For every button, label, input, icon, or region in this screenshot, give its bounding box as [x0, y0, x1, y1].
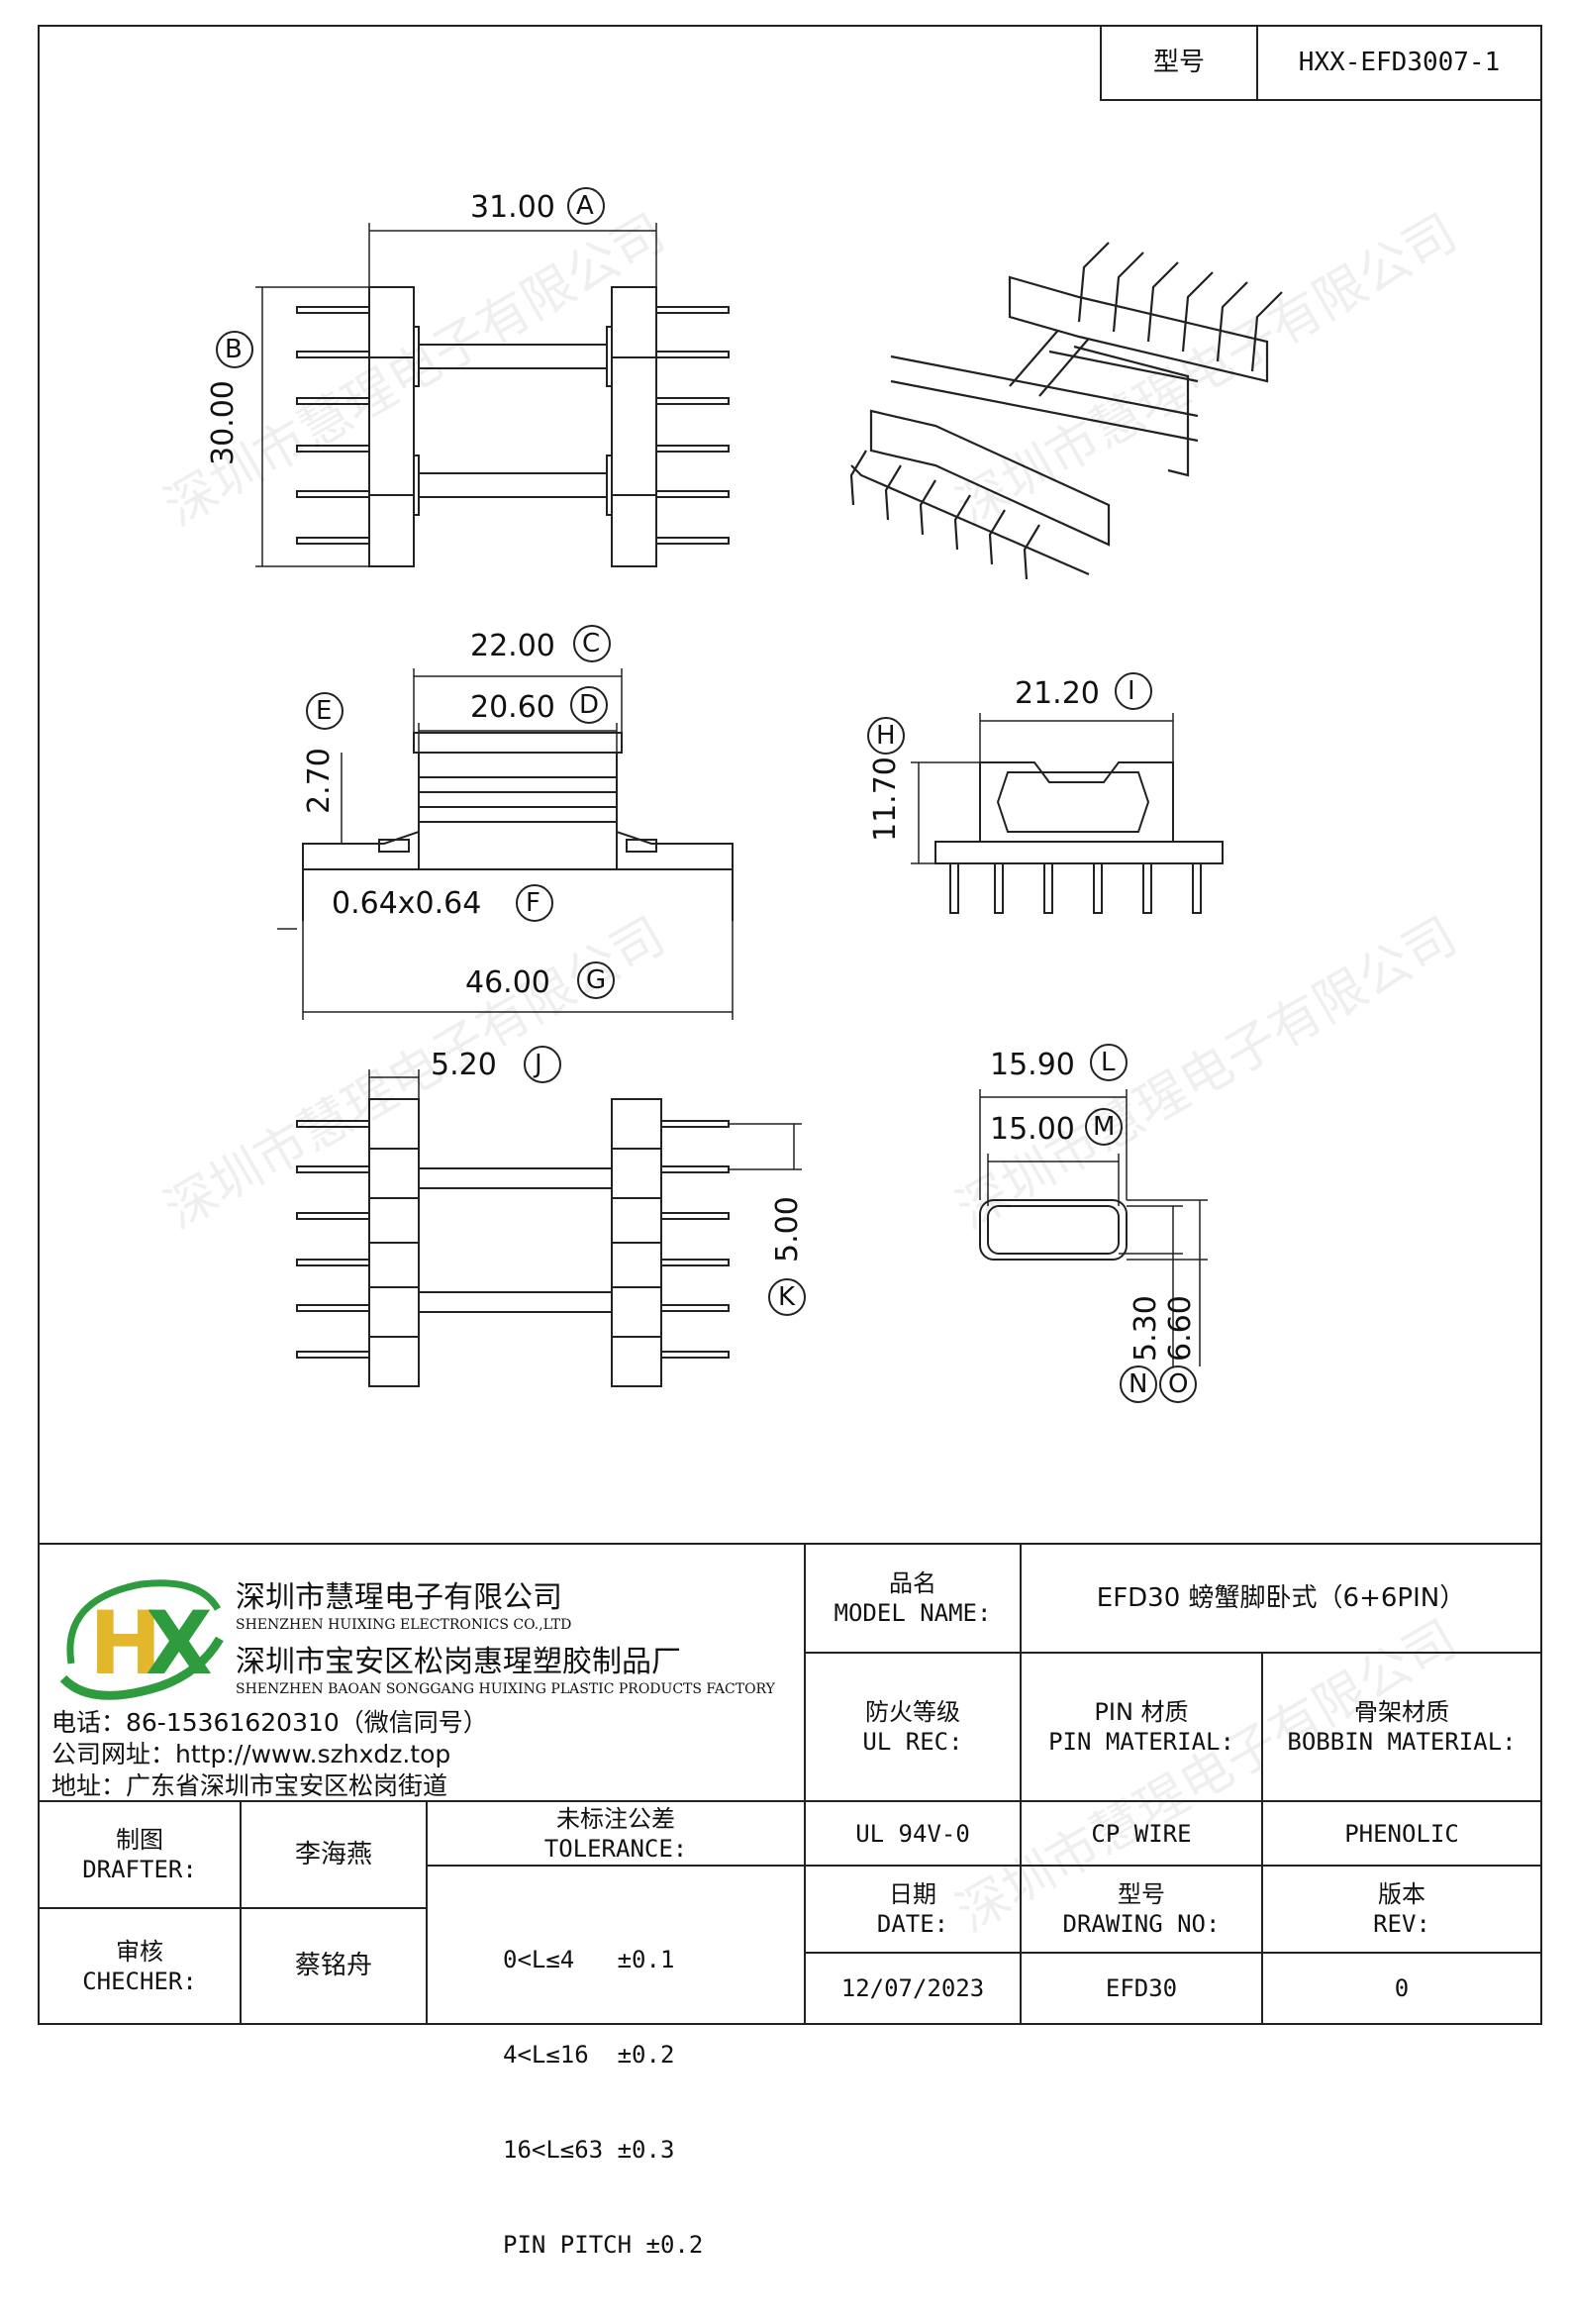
company-phone: 电话：86-15361620310（微信同号）	[51, 1708, 488, 1737]
ul-rec-label: 防火等级 UL REC:	[804, 1652, 1022, 1802]
model-name-label: 品名 MODEL NAME:	[804, 1543, 1022, 1654]
top-view	[255, 223, 730, 567]
dim-value-j: 5.20	[431, 1048, 497, 1082]
tolerance-table: 0<L≤4 ±0.1 4<L≤16 ±0.2 16<L≤63 ±0.3 PIN …	[426, 1865, 806, 2259]
logo-letter-h: H	[89, 1592, 162, 1694]
dim-value-m: 15.00	[990, 1112, 1075, 1147]
side-view-pins	[949, 862, 1202, 914]
top-view-pins-right	[655, 306, 730, 545]
date-value: 12/07/2023	[804, 1952, 1022, 2025]
model-header-value: HXX-EFD3007-1	[1256, 25, 1542, 101]
dim-value-f: 0.64x0.64	[332, 886, 482, 921]
dim-letter-g: G	[586, 965, 607, 995]
dim-value-n: 5.30	[1129, 1295, 1163, 1362]
rev-label: 版本 REV:	[1261, 1865, 1542, 1954]
dim-value-o: 6.60	[1163, 1295, 1198, 1362]
checker-name: 蔡铭舟	[240, 1907, 428, 2025]
drawing-no-label: 型号 DRAWING NO:	[1020, 1865, 1263, 1954]
dim-value-b: 30.00	[206, 380, 241, 465]
factory-name-cn: 深圳市宝安区松岗惠瑆塑胶制品厂	[236, 1645, 681, 1679]
factory-name-en: SHENZHEN BAOAN SONGGANG HUIXING PLASTIC …	[236, 1681, 775, 1697]
top-view-pins-left	[296, 306, 370, 545]
dim-letter-a: A	[576, 191, 594, 221]
dim-letter-k: K	[778, 1282, 796, 1312]
drafter-label: 制图 DRAFTER:	[38, 1800, 242, 1909]
dim-letter-e: E	[316, 696, 333, 726]
end-view	[979, 1089, 1208, 1366]
bottom-view-pins-left	[296, 1120, 370, 1359]
company-address: 地址：广东省深圳市宝安区松岗街道	[51, 1771, 448, 1800]
tolerance-row: 0<L≤4 ±0.1	[503, 1946, 675, 1973]
dim-value-l: 15.90	[990, 1048, 1075, 1082]
rev-value: 0	[1261, 1952, 1542, 2025]
dim-letter-n: N	[1129, 1369, 1148, 1399]
dim-letter-o: O	[1168, 1369, 1189, 1399]
dim-letter-d: D	[579, 690, 600, 720]
dim-value-g: 46.00	[465, 965, 550, 1000]
dim-letter-m: M	[1093, 1112, 1116, 1142]
logo-letter-x: X	[146, 1592, 213, 1694]
tolerance-row: 4<L≤16 ±0.2	[503, 2041, 675, 2069]
ul-rec-value: UL 94V-0	[804, 1800, 1022, 1867]
technical-drawing	[216, 187, 1283, 1403]
company-logo: H X	[51, 1569, 225, 1703]
bottom-view-pins-right	[660, 1120, 730, 1359]
company-name-cn: 深圳市慧瑆电子有限公司	[236, 1580, 562, 1615]
model-name-value: EFD30 螃蟹脚卧式（6+6PIN）	[1020, 1543, 1542, 1654]
isometric-pins-back	[1077, 242, 1283, 372]
checker-label: 审核 CHECHER:	[38, 1907, 242, 2025]
dim-value-k: 5.00	[770, 1196, 805, 1263]
dim-letter-i: I	[1128, 676, 1135, 706]
drawing-no-value: EFD30	[1020, 1952, 1263, 2025]
bottom-view	[296, 1069, 802, 1387]
pin-material-value: CP WIRE	[1020, 1800, 1263, 1867]
dim-letter-l: L	[1101, 1048, 1116, 1077]
tolerance-row: PIN PITCH ±0.2	[503, 2231, 704, 2259]
isometric-view	[849, 242, 1283, 580]
date-label: 日期 DATE:	[804, 1865, 1022, 1954]
dim-letter-c: C	[582, 629, 601, 658]
dim-value-h: 11.70	[868, 757, 903, 842]
dim-value-e: 2.70	[302, 748, 337, 814]
company-name-en: SHENZHEN HUIXING ELECTRONICS CO.,LTD	[236, 1617, 572, 1633]
dim-letter-b: B	[225, 335, 243, 364]
dimension-markers	[216, 187, 1197, 1403]
tolerance-row: 16<L≤63 ±0.3	[503, 2136, 675, 2164]
drafter-name: 李海燕	[240, 1800, 428, 1909]
dim-letter-f: F	[526, 888, 540, 918]
pin-material-label: PIN 材质 PIN MATERIAL:	[1020, 1652, 1263, 1802]
dim-value-i: 21.20	[1015, 676, 1100, 711]
isometric-pins-front	[849, 450, 1040, 580]
tolerance-label: 未标注公差 TOLERANCE:	[426, 1800, 806, 1867]
front-view	[277, 668, 734, 1020]
dim-value-d: 20.60	[470, 690, 555, 725]
bobbin-material-value: PHENOLIC	[1261, 1800, 1542, 1867]
side-view	[911, 713, 1224, 914]
company-website: 公司网址：http://www.szhxdz.top	[51, 1740, 451, 1768]
dim-letter-j: J	[535, 1050, 542, 1079]
dim-value-c: 22.00	[470, 629, 555, 663]
dim-value-a: 31.00	[470, 190, 555, 225]
dim-letter-h: H	[876, 721, 896, 751]
bobbin-material-label: 骨架材质 BOBBIN MATERIAL:	[1261, 1652, 1542, 1802]
